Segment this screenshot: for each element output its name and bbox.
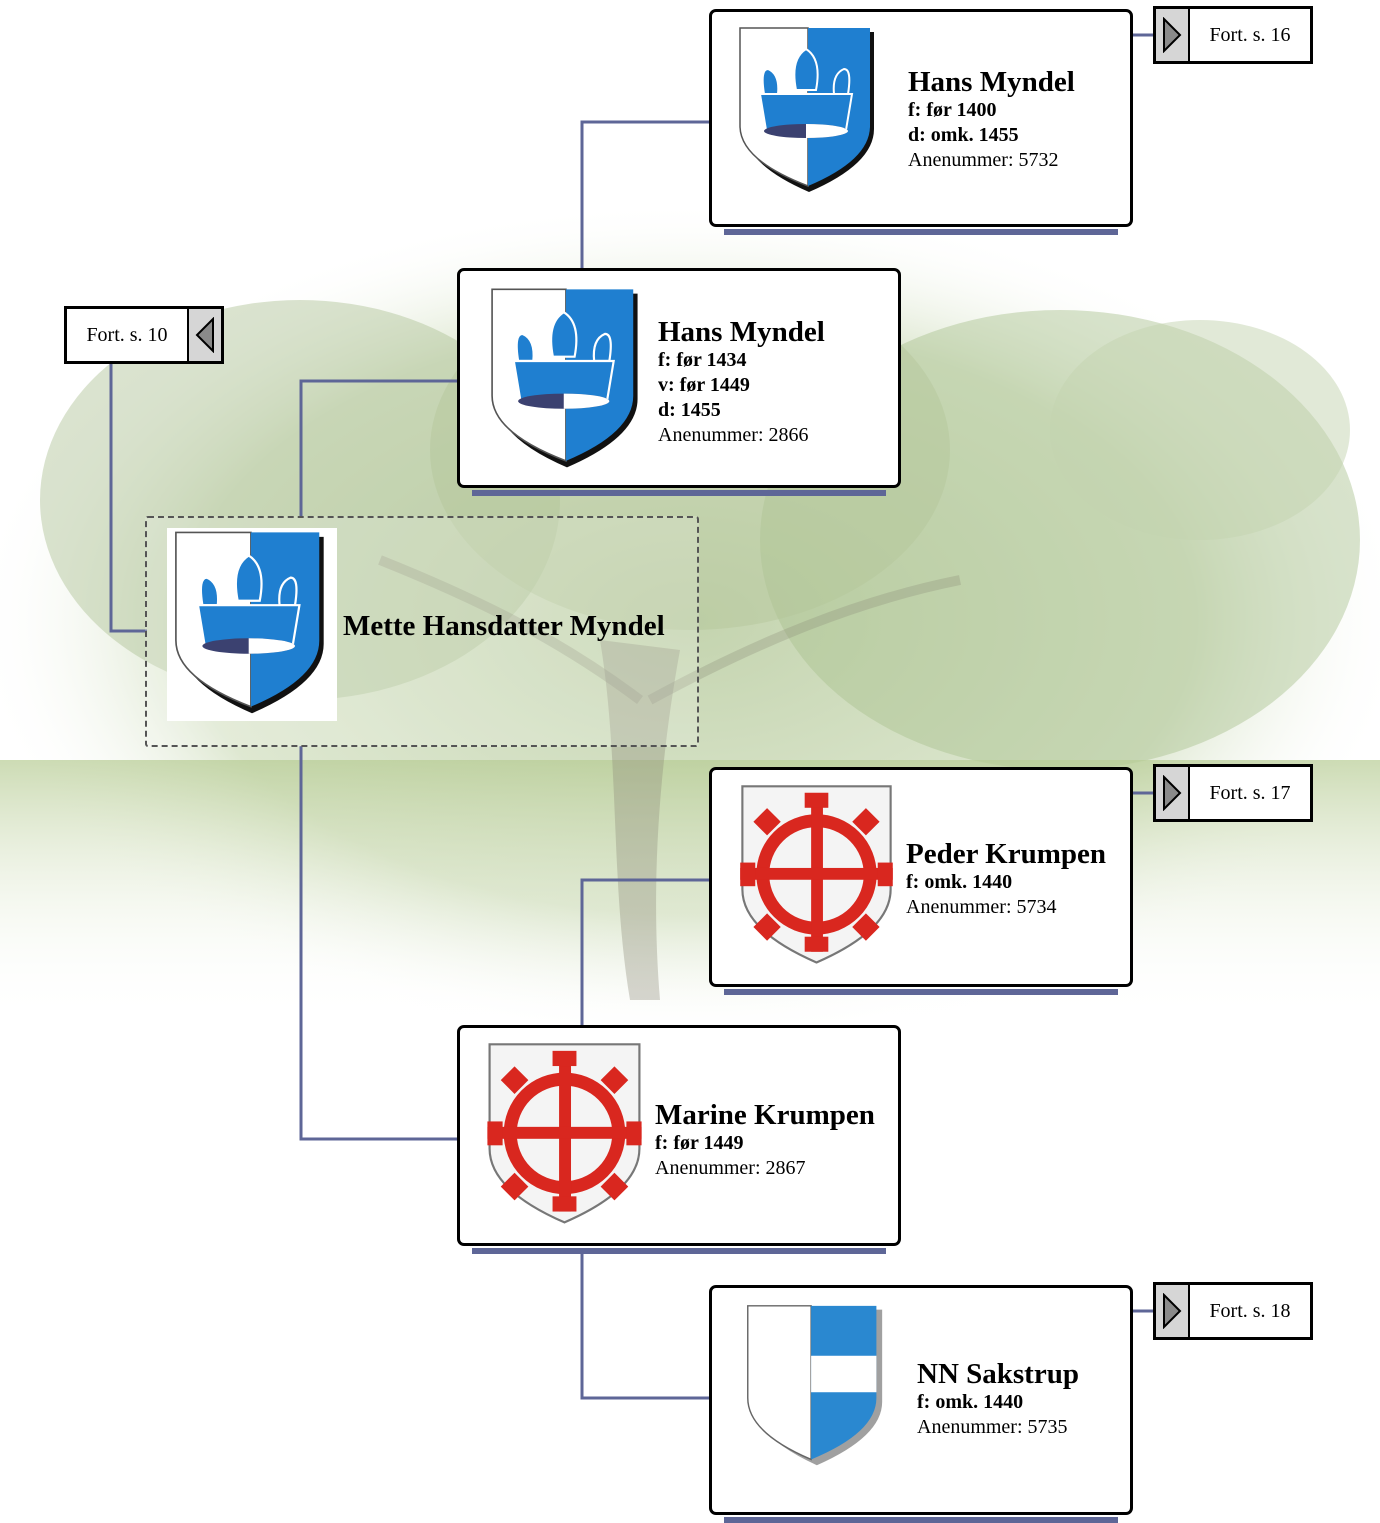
person-card-focus[interactable]: Mette Hansdatter Myndel (145, 516, 699, 747)
person-card-maternal-grandmother[interactable]: NN Sakstrup f: omk. 1440 Anenummer: 5735 (709, 1285, 1133, 1523)
anenummer: Anenummer: 2867 (655, 1157, 806, 1179)
arrow-left-icon (187, 309, 221, 361)
continuation-label: Fort. s. 10 (86, 323, 168, 346)
continuation-box-page-18[interactable]: Fort. s. 18 (1153, 1282, 1313, 1340)
person-name: Marine Krumpen (655, 1099, 875, 1131)
person-name: NN Sakstrup (917, 1358, 1079, 1390)
arrow-right-icon (1156, 9, 1190, 61)
arrow-right-icon (1156, 1285, 1190, 1337)
anenummer: Anenummer: 5735 (917, 1416, 1068, 1438)
continuation-label: Fort. s. 16 (1209, 23, 1291, 46)
continuation-box-page-16[interactable]: Fort. s. 16 (1153, 6, 1313, 64)
continuation-box-page-10[interactable]: Fort. s. 10 (64, 306, 224, 364)
person-name: Hans Myndel (658, 316, 825, 348)
anenummer: Anenummer: 2866 (658, 424, 809, 446)
person-card-father[interactable]: Hans Myndel f: før 1434 v: før 1449 d: 1… (457, 268, 901, 496)
myndel-coat-of-arms (734, 24, 884, 199)
person-card-mother[interactable]: Marine Krumpen f: før 1449 Anenummer: 28… (457, 1025, 901, 1254)
birth-fact: f: før 1449 (655, 1132, 744, 1154)
birth-fact: f: før 1434 (658, 349, 747, 371)
birth-fact: f: omk. 1440 (917, 1391, 1024, 1413)
death-fact: d: 1455 (658, 399, 721, 421)
continuation-label: Fort. s. 18 (1209, 1299, 1291, 1322)
continuation-box-page-17[interactable]: Fort. s. 17 (1153, 764, 1313, 822)
arrow-right-icon (1156, 767, 1190, 819)
anenummer: Anenummer: 5732 (908, 149, 1059, 171)
person-card-paternal-grandfather[interactable]: Hans Myndel f: før 1400 d: omk. 1455 Ane… (709, 9, 1133, 235)
person-name: Hans Myndel (908, 66, 1075, 98)
death-fact: d: omk. 1455 (908, 124, 1019, 146)
person-card-maternal-grandfather[interactable]: Peder Krumpen f: omk. 1440 Anenummer: 57… (709, 767, 1133, 995)
birth-fact: f: omk. 1440 (906, 871, 1013, 893)
krumpen-coat-of-arms (482, 1040, 647, 1230)
krumpen-coat-of-arms (734, 782, 899, 970)
myndel-coat-of-arms (167, 528, 337, 721)
person-name: Mette Hansdatter Myndel (343, 610, 665, 642)
myndel-coat-of-arms (482, 285, 652, 475)
birth-fact: f: før 1400 (908, 99, 997, 121)
person-name: Peder Krumpen (906, 838, 1107, 870)
marriage-fact: v: før 1449 (658, 374, 750, 396)
continuation-label: Fort. s. 17 (1209, 781, 1291, 804)
sakstrup-coat-of-arms (734, 1302, 894, 1470)
anenummer: Anenummer: 5734 (906, 896, 1057, 918)
